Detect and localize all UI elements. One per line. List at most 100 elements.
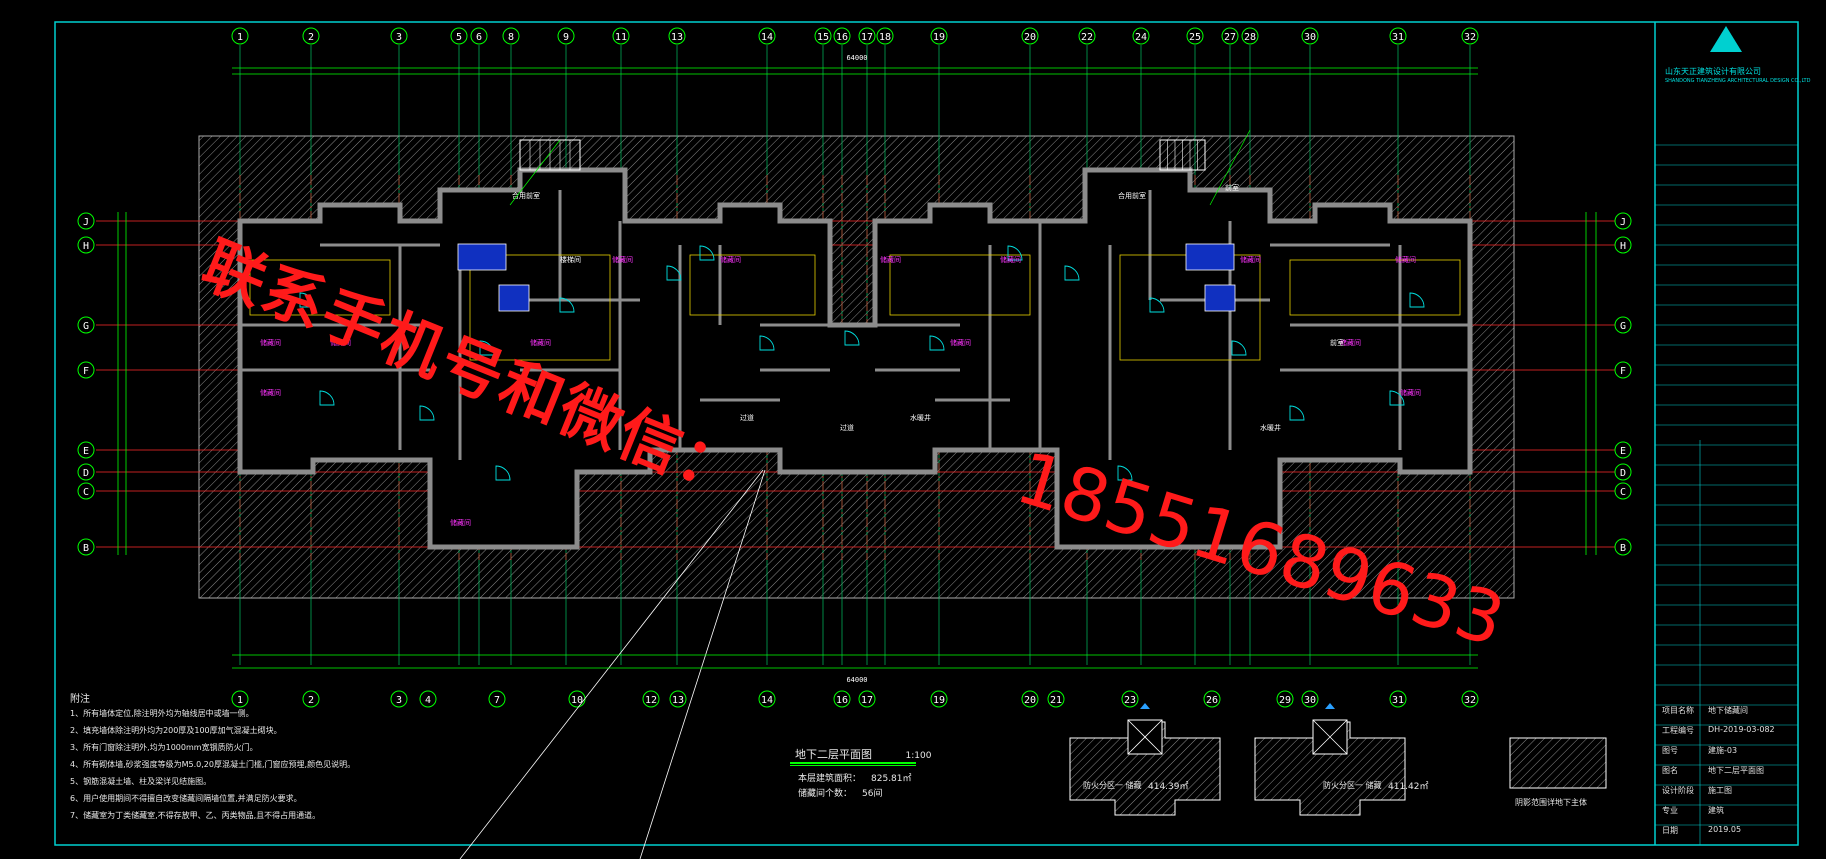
room-label: 储藏间 <box>1000 255 1021 264</box>
axis-label-bottom: 7 <box>494 695 500 706</box>
room-label: 储藏间 <box>950 338 971 347</box>
axis-label-right: E <box>1620 446 1626 457</box>
axis-bubble-top <box>858 27 876 45</box>
room-label: 楼梯间 <box>560 255 581 264</box>
axis-label-right: H <box>1620 241 1626 252</box>
title-block-label: 图名 <box>1662 766 1678 775</box>
plan-area-line: 本层建筑面积：825.81㎡ <box>798 774 912 784</box>
door-swing <box>419 405 435 421</box>
note-item: 7、储藏室为丁类储藏室,不得存放甲、乙、丙类物品,且不得占用通道。 <box>70 811 321 820</box>
axis-bubble-right <box>1614 361 1632 379</box>
title-block-value: 建施-03 <box>1708 746 1738 755</box>
axis-bubble-top <box>1132 27 1150 45</box>
axis-bubble-top <box>1241 27 1259 45</box>
room-label: 储藏间 <box>1395 255 1416 264</box>
axis-label-left: E <box>83 446 89 457</box>
axis-bubble-bottom <box>231 690 249 708</box>
axis-label-top: 13 <box>671 32 683 43</box>
room-label: 过道 <box>840 423 854 432</box>
axis-bubble-right <box>1614 538 1632 556</box>
fire-zone-arrow <box>1325 703 1335 709</box>
axis-bubble-left <box>77 538 95 556</box>
axis-label-top: 3 <box>396 32 402 43</box>
axis-label-bottom: 4 <box>425 695 431 706</box>
axis-label-bottom: 13 <box>672 695 684 706</box>
room-label: 储藏间 <box>530 338 551 347</box>
equipment-box <box>1185 243 1235 271</box>
door-swing <box>666 265 682 281</box>
axis-bubble-bottom <box>669 690 687 708</box>
axis-bubble-top <box>470 27 488 45</box>
door-swing <box>1231 340 1247 356</box>
axis-bubble-bottom <box>1276 690 1294 708</box>
axis-label-left: J <box>83 217 89 228</box>
axis-label-top: 9 <box>563 32 569 43</box>
door-swing <box>559 297 575 313</box>
axis-label-left: D <box>83 468 89 479</box>
plan-title-text: 地下二层平面图 <box>795 748 872 761</box>
room-label: 合用前室 <box>512 191 540 200</box>
axis-bubble-top <box>390 27 408 45</box>
door-swing <box>929 335 945 351</box>
axis-label-top: 18 <box>879 32 891 43</box>
door-swing <box>1007 245 1023 261</box>
fire-zone-2 <box>1254 703 1406 816</box>
axis-label-left: C <box>83 487 89 498</box>
axis-bubble-bottom <box>858 690 876 708</box>
note-item: 6、用户使用期间不得擅自改变储藏间隔墙位置,并满足防火要求。 <box>70 794 302 803</box>
axis-label-top: 19 <box>933 32 945 43</box>
axis-bubble-right <box>1614 441 1632 459</box>
axis-bubble-top <box>1186 27 1204 45</box>
equipment-box <box>498 284 530 312</box>
title-block-value: 地下储藏间 <box>1708 706 1748 715</box>
axis-bubble-left <box>77 441 95 459</box>
axis-label-bottom: 30 <box>1304 695 1316 706</box>
axis-bubble-right <box>1614 463 1632 481</box>
fire-zone-core-x <box>1127 719 1163 755</box>
plan-storage-line: 储藏间个数：56间 <box>798 789 883 799</box>
axis-label-top: 11 <box>615 32 627 43</box>
total-dimension-top: 64000 <box>846 54 867 62</box>
axis-bubble-right <box>1614 316 1632 334</box>
axis-label-bottom: 12 <box>645 695 657 706</box>
axis-label-top: 16 <box>836 32 848 43</box>
axis-label-right: J <box>1620 217 1626 228</box>
axis-label-right: C <box>1620 487 1626 498</box>
title-block-value: 建筑 <box>1708 806 1724 815</box>
room-label: 储藏间 <box>260 338 281 347</box>
axis-bubble-bottom <box>302 690 320 708</box>
axis-bubble-bottom <box>1389 690 1407 708</box>
axis-bubble-top <box>1389 27 1407 45</box>
section-leader-line <box>459 469 764 859</box>
room-lining <box>689 254 816 316</box>
fire-zone-core-x <box>1312 719 1348 755</box>
title-block-label: 项目名称 <box>1662 706 1694 715</box>
room-label: 合用前室 <box>1118 191 1146 200</box>
axis-bubble-top <box>450 27 468 45</box>
axis-label-bottom: 16 <box>836 695 848 706</box>
door-swing <box>299 292 315 308</box>
room-label: 储藏间 <box>330 338 351 347</box>
axis-bubble-top <box>930 27 948 45</box>
axis-label-left: F <box>83 366 89 377</box>
plan-scale: 1:100 <box>905 751 932 761</box>
door-swing <box>844 330 860 346</box>
axis-bubble-left <box>77 463 95 481</box>
axis-label-top: 8 <box>508 32 514 43</box>
company-logo-icon <box>1710 26 1742 52</box>
hatch-legend-label: 阴影范围详地下主体 <box>1515 798 1587 807</box>
door-swing <box>1289 405 1305 421</box>
axis-label-bottom: 26 <box>1206 695 1218 706</box>
axis-label-top: 15 <box>817 32 829 43</box>
door-swing <box>495 465 511 481</box>
room-lining <box>1289 259 1461 316</box>
axis-bubble-top <box>557 27 575 45</box>
hatch-legend-swatch <box>1509 737 1607 789</box>
axis-bubble-top <box>1221 27 1239 45</box>
note-item: 1、所有墙体定位,除注明外均为轴线居中或墙一侧。 <box>70 709 254 718</box>
axis-label-right: G <box>1620 321 1626 332</box>
axis-bubble-left <box>77 212 95 230</box>
room-lining <box>889 254 1031 316</box>
room-label: 储藏间 <box>720 255 741 264</box>
